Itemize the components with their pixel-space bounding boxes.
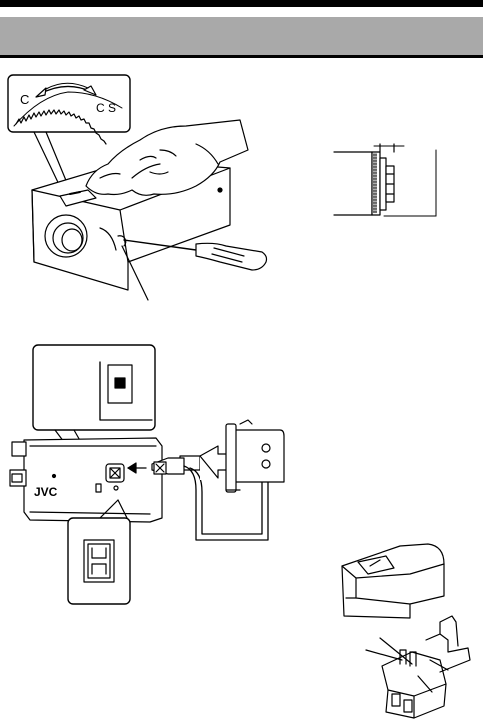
lens-mount-dimension-figure bbox=[334, 144, 436, 216]
dial-label-c: C bbox=[20, 92, 29, 107]
iris-connection-figure: JVC bbox=[10, 345, 284, 604]
jvc-logo-text: JVC bbox=[34, 485, 58, 499]
lens-unit-side bbox=[226, 420, 284, 492]
camera-body-side: JVC bbox=[10, 438, 162, 522]
cs-mount-adjust-figure: C C S bbox=[8, 75, 267, 300]
connector-boot-figure bbox=[342, 544, 444, 618]
connector-plug-detail bbox=[366, 616, 470, 718]
dial-label-cs: C S bbox=[96, 101, 116, 115]
